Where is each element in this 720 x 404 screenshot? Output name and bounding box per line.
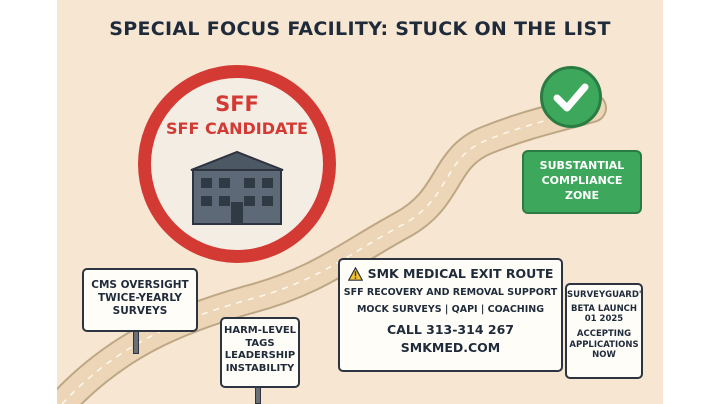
poster: SPECIAL FOCUS FACILITY: STUCK ON THE LIS… — [57, 0, 663, 404]
smk-line-2: MOCK SURVEYS | QAPI | COACHING — [356, 303, 545, 315]
sff-label: SFF — [215, 92, 259, 116]
cms-line-1: CMS OVERSIGHT — [91, 279, 189, 291]
harm-line-4: INSTABILITY — [225, 362, 295, 374]
surveyguard-line-3: 01 2025 — [584, 314, 624, 325]
smk-line-1: SFF RECOVERY AND REMOVAL SUPPORT — [343, 287, 558, 298]
cms-line-3: SURVEYS — [112, 305, 168, 318]
compliance-line-3: ZONE — [564, 188, 600, 202]
compliance-line-1: SUBSTANTIAL — [539, 159, 625, 172]
surveyguard-line-5: APPLICATIONS — [569, 339, 639, 350]
surveyguard-sign: SURVEYGUARD' BETA LAUNCH 01 2025 ACCEPTI… — [565, 283, 643, 379]
surveyguard-line-1: SURVEYGUARD' — [567, 290, 642, 300]
smk-website[interactable]: SMKMED.COM — [400, 340, 501, 356]
checkmark-circle — [540, 66, 602, 128]
harm-line-3: LEADERSHIP — [224, 350, 296, 361]
compliance-line-2: COMPLIANCE — [541, 173, 623, 187]
cms-oversight-sign: CMS OVERSIGHT TWICE-YEARLY SURVEYS — [82, 268, 198, 332]
warning-icon — [347, 266, 363, 281]
sff-candidate-label: SFF CANDIDATE — [166, 119, 308, 138]
building-icon — [190, 150, 284, 225]
harm-level-sign: HARM-LEVEL TAGS LEADERSHIP INSTABILITY — [220, 317, 300, 388]
surveyguard-line-4: ACCEPTING — [576, 328, 632, 339]
smk-phone[interactable]: CALL 313-314 267 — [387, 321, 514, 337]
checkmark-icon — [553, 83, 589, 112]
cms-sign-post — [133, 330, 139, 354]
smk-heading-row: SMK MEDICAL EXIT ROUTE — [340, 266, 561, 281]
harm-line-2: TAGS — [245, 337, 275, 349]
page-title: SPECIAL FOCUS FACILITY: STUCK ON THE LIS… — [109, 18, 611, 40]
cms-line-2: TWICE-YEARLY — [98, 292, 182, 305]
harm-sign-post — [255, 386, 261, 404]
smk-heading: SMK MEDICAL EXIT ROUTE — [367, 266, 554, 281]
compliance-zone-box: SUBSTANTIAL COMPLIANCE ZONE — [522, 150, 642, 214]
sff-candidate-circle: SFF SFF CANDIDATE — [138, 65, 336, 263]
harm-line-1: HARM-LEVEL — [223, 325, 297, 336]
surveyguard-line-6: NOW — [592, 350, 616, 361]
surveyguard-line-2: BETA LAUNCH — [570, 303, 638, 314]
smk-exit-route-sign: SMK MEDICAL EXIT ROUTE SFF RECOVERY AND … — [338, 258, 563, 372]
